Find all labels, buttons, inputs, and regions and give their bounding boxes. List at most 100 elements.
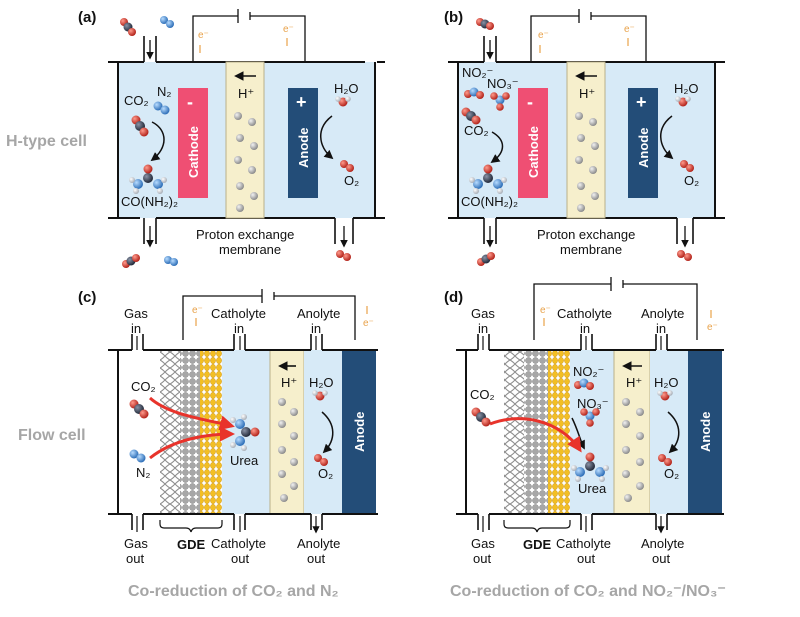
gas-out-label: Gas <box>124 536 148 551</box>
electron-label: e⁻ <box>540 305 551 316</box>
membrane-label: Proton exchange <box>537 227 635 242</box>
catholyte-in-label: in <box>580 321 590 336</box>
co2-molecule <box>471 407 491 427</box>
membrane <box>566 61 606 219</box>
gas-out-label: out <box>126 551 144 566</box>
co2-diffusion-arrow <box>489 417 582 453</box>
electron-arrow <box>543 310 712 326</box>
reaction-arrow <box>660 115 674 160</box>
catholyte-out-label: Catholyte <box>211 536 266 551</box>
gde-label: GDE <box>177 537 206 552</box>
h2o-label: H₂O <box>309 375 334 390</box>
cell-walls <box>448 61 725 219</box>
h2o-molecule <box>675 96 691 107</box>
gas-out-label: out <box>473 551 491 566</box>
gas-channel <box>466 350 504 514</box>
urea-molecule <box>571 452 609 482</box>
proton-spheres <box>234 112 258 212</box>
cathode-label: Cathode <box>526 126 541 178</box>
panel-c: (c) e⁻ e⁻ Anode GDE Gas in Catholyte in … <box>78 289 378 566</box>
external-circuit-d <box>533 277 698 340</box>
proton-spheres <box>622 398 644 502</box>
reaction-arrow <box>321 411 334 454</box>
membrane-label: membrane <box>560 242 622 257</box>
reaction-arrow <box>150 121 165 162</box>
n2-diffusion-arrow <box>149 426 235 460</box>
no2-label: NO₂⁻ <box>573 364 604 379</box>
cathode-sign: - <box>187 92 193 112</box>
membrane <box>225 61 265 219</box>
o2-molecule <box>314 454 328 466</box>
no3-label: NO₃⁻ <box>577 396 609 411</box>
gde-fiber-layer <box>160 350 180 514</box>
electron-label: e⁻ <box>363 318 374 329</box>
gde-catalyst-layer <box>200 350 222 514</box>
inflow-molecules <box>476 18 494 30</box>
anolyte-out-label: Anolyte <box>297 536 340 551</box>
gas-in-label: in <box>478 321 488 336</box>
anode-label: Anode <box>636 128 651 168</box>
gde-bracket <box>159 520 223 533</box>
gde-catalyst-layer <box>548 350 570 514</box>
n2-label: N₂ <box>157 84 171 99</box>
gde-fiber-layer <box>504 350 524 514</box>
proton-spheres <box>278 398 298 502</box>
row-label-h-type: H-type cell <box>6 133 87 150</box>
panel-a: (a) e⁻ e⁻ H⁺ - Cathode + Anod <box>78 9 385 268</box>
co2-label: CO₂ <box>124 93 149 108</box>
panel-c-tag: (c) <box>78 289 96 306</box>
anode-electrode <box>288 88 318 198</box>
gde-carbon-layer <box>180 350 200 514</box>
catholyte-out-label: Catholyte <box>556 536 611 551</box>
urea-molecule <box>230 414 260 451</box>
cell-walls <box>108 349 378 515</box>
no3-label: NO₃⁻ <box>487 76 519 91</box>
gde-bracket <box>503 520 571 533</box>
gas-channel <box>118 350 160 514</box>
electron-label: e⁻ <box>538 30 549 41</box>
o2-molecule <box>340 160 354 172</box>
h2o-molecule <box>657 390 673 401</box>
row-label-flow: Flow cell <box>18 427 86 444</box>
reaction-arrow <box>490 131 504 164</box>
catholyte-in-label: in <box>234 321 244 336</box>
anolyte-out-label: out <box>652 551 670 566</box>
gas-in-label: Gas <box>471 306 495 321</box>
anode-label: Anode <box>296 128 311 168</box>
urea-molecule <box>129 164 167 194</box>
co2-label: CO₂ <box>131 379 156 394</box>
gas-in-label: Gas <box>124 306 148 321</box>
proton-label: H⁺ <box>626 375 642 390</box>
o2-label: O₂ <box>664 466 679 481</box>
ports <box>477 334 668 530</box>
n2-molecule <box>153 101 170 115</box>
proton-label: H⁺ <box>281 375 297 390</box>
anode-label: Anode <box>698 412 713 452</box>
anode-label: Anode <box>352 412 367 452</box>
o2-label: O₂ <box>684 173 699 188</box>
o2-label: O₂ <box>344 173 359 188</box>
reaction-arrow <box>571 417 585 450</box>
n2-molecule <box>129 449 146 463</box>
anolyte <box>650 350 688 514</box>
no3-molecule <box>580 408 600 427</box>
panel-d-tag: (d) <box>444 289 463 306</box>
anolyte-out-label: Anolyte <box>641 536 684 551</box>
flow-arrows <box>482 336 661 532</box>
anode-electrode <box>342 350 376 514</box>
no2-molecule <box>574 378 594 390</box>
h2o-label: H₂O <box>674 81 699 96</box>
co2-molecule <box>129 399 149 419</box>
electron-arrow <box>195 306 368 326</box>
reaction-arrow <box>667 411 680 454</box>
urea-label: Urea <box>230 453 259 468</box>
co2-label: CO₂ <box>464 123 489 138</box>
outflow-molecules <box>477 250 692 266</box>
product-label: CO(NH₂)₂ <box>461 194 518 209</box>
anolyte-in-label: Anolyte <box>641 306 684 321</box>
anode-sign: + <box>636 92 647 112</box>
o2-molecule <box>658 454 672 466</box>
h2o-molecule <box>312 390 328 401</box>
panel-b-tag: (b) <box>444 9 463 26</box>
